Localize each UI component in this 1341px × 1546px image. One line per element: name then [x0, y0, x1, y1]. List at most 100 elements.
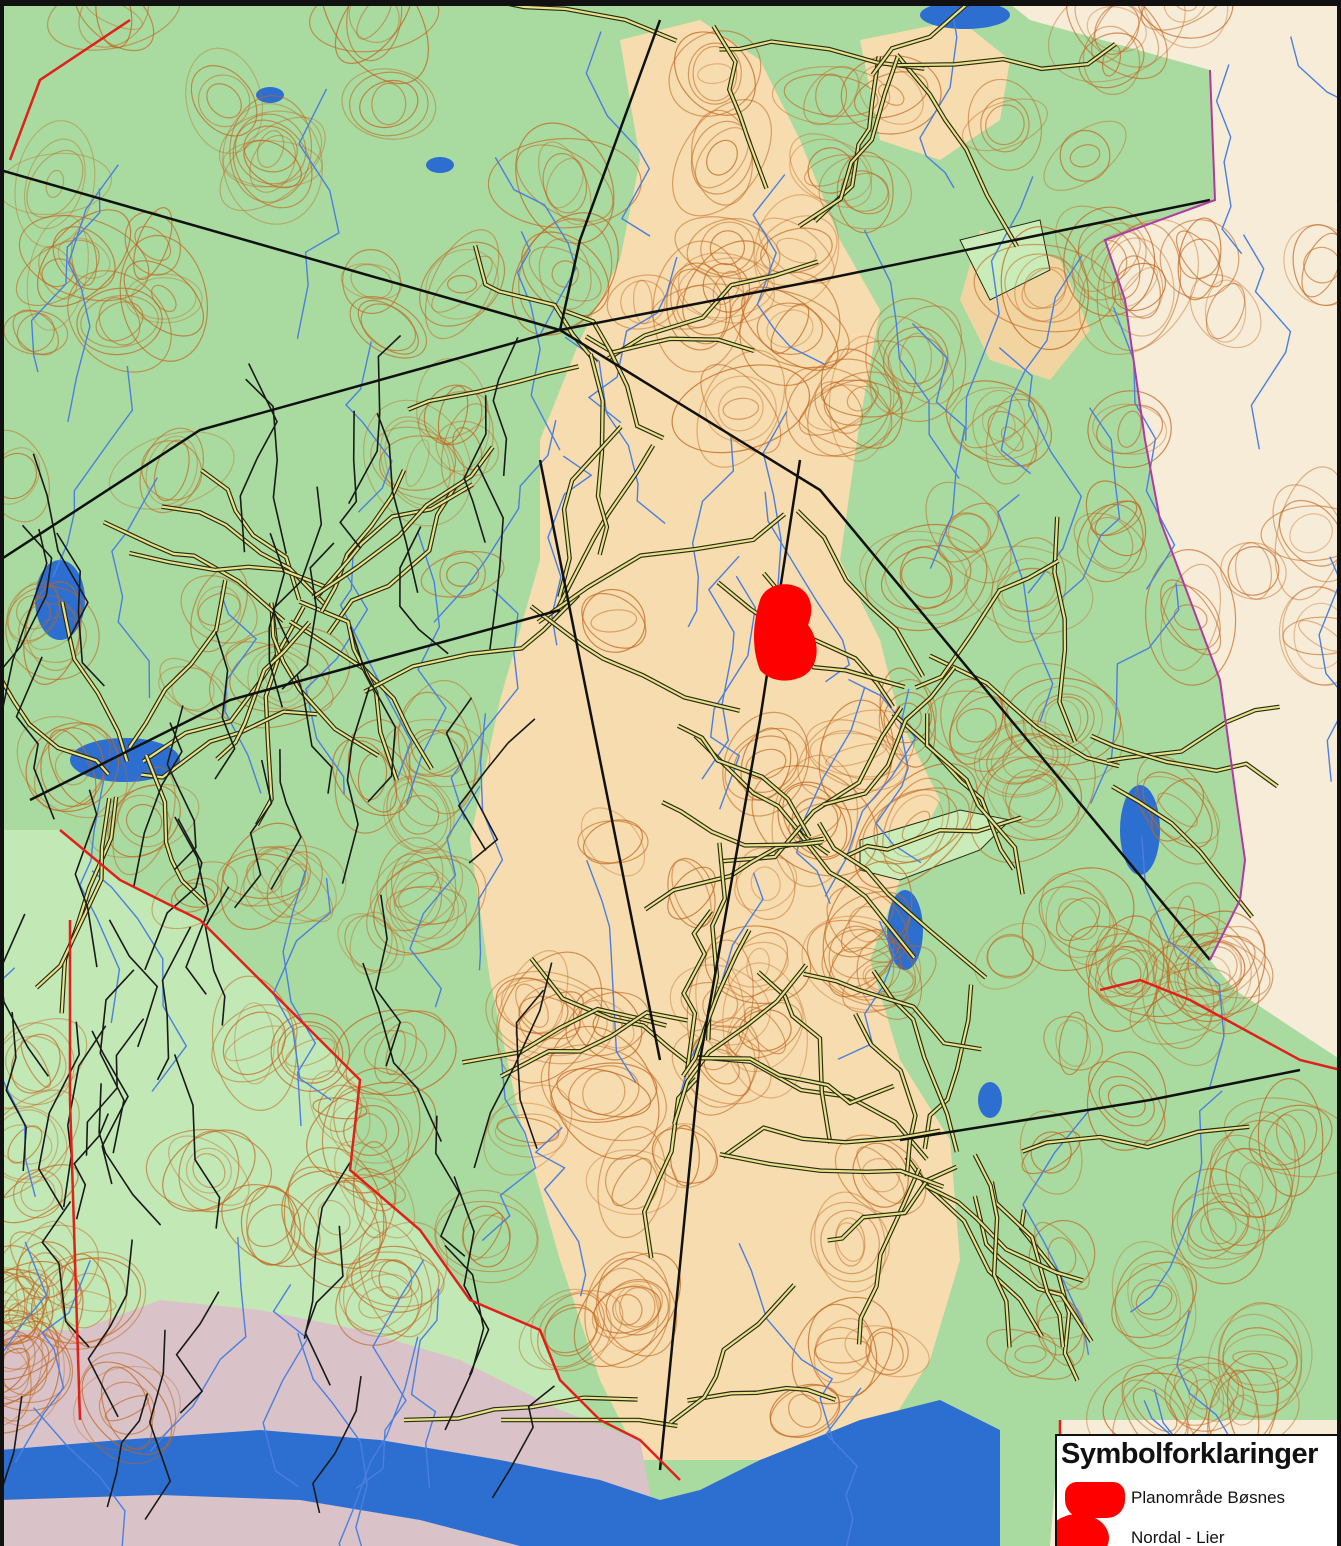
contour-line	[1021, 1130, 1081, 1175]
contour-line	[358, 1221, 432, 1338]
contour-line	[1087, 390, 1172, 469]
contour-line	[131, 277, 197, 320]
contour-line	[341, 68, 437, 140]
contour-line	[823, 371, 900, 426]
road	[1090, 734, 1279, 788]
contour-line	[949, 387, 1049, 461]
lake	[920, 1, 1010, 29]
contour-line	[620, 279, 666, 325]
contour-line	[0, 1124, 53, 1165]
plan-area-marker[interactable]	[754, 584, 817, 681]
forest-track	[144, 1329, 172, 1521]
contour-line	[346, 0, 403, 62]
contour-line	[222, 103, 323, 225]
contour-line	[814, 1191, 887, 1293]
contour-line	[393, 872, 460, 939]
contour-line	[0, 1245, 48, 1347]
contour-line	[545, 157, 584, 209]
contour-line	[487, 1102, 569, 1158]
contour-line	[844, 1325, 930, 1378]
contour-line	[495, 950, 569, 1062]
contour-line	[967, 78, 1042, 171]
contour-line	[825, 742, 888, 768]
road	[607, 260, 819, 360]
road	[682, 929, 751, 1077]
contour-line	[151, 861, 238, 930]
contour-line	[240, 1185, 301, 1266]
lake	[256, 87, 284, 103]
forest-track	[304, 1225, 344, 1386]
contour-line	[888, 794, 944, 858]
forest-track	[0, 1395, 23, 1498]
contour-line	[791, 1296, 894, 1405]
forest-track	[73, 1113, 110, 1220]
contour-line	[1110, 957, 1142, 990]
contour-line	[317, 1199, 351, 1236]
contour-line	[352, 1141, 397, 1239]
contour-line	[386, 775, 452, 855]
stream	[585, 31, 651, 237]
contour-line	[18, 603, 87, 663]
contour-line	[964, 545, 1094, 635]
contour-line	[1103, 237, 1175, 337]
contour-line	[81, 1361, 173, 1455]
contour-line	[785, 366, 893, 449]
contour-line	[376, 837, 457, 943]
contour-line	[18, 214, 150, 302]
contour-line	[573, 1252, 682, 1368]
contour-line	[1073, 512, 1147, 574]
contour-line	[1004, 253, 1086, 323]
contour-line	[556, 1067, 652, 1118]
stream	[67, 164, 119, 423]
contour-line	[1227, 546, 1280, 596]
contour-line	[266, 851, 323, 918]
contour-line	[216, 846, 312, 907]
contour-line	[389, 847, 444, 932]
contour-line	[706, 139, 738, 176]
forest-track	[174, 816, 210, 995]
contour-line	[415, 358, 491, 472]
contour-line	[168, 1135, 250, 1206]
contour-line	[0, 1268, 50, 1323]
forest-track	[5, 1011, 28, 1172]
contour-line	[581, 592, 647, 649]
power-lines	[0, 19, 1301, 1471]
contour-line	[1002, 739, 1043, 779]
stream	[1129, 1090, 1223, 1313]
lake	[978, 1082, 1002, 1118]
contour-line	[360, 303, 416, 352]
contour-line	[5, 585, 100, 681]
contour-line	[652, 240, 745, 373]
contour-line	[1206, 1111, 1296, 1255]
contour-line	[6, 583, 61, 642]
contour-line	[880, 545, 972, 610]
contour-line	[593, 1285, 662, 1334]
contour-line	[343, 1174, 406, 1205]
contour-line	[1030, 693, 1095, 750]
legend-box: Symbolforklaringer Planområde Bøsnes Nor…	[1055, 1434, 1339, 1546]
contour-line	[171, 667, 215, 711]
contour-line	[408, 731, 466, 775]
contour-line	[233, 1002, 275, 1085]
contour-line	[1043, 120, 1127, 191]
contour-line	[865, 1327, 909, 1376]
contour-line	[222, 1011, 286, 1076]
contour-line	[542, 152, 588, 214]
contour-line	[1057, 898, 1099, 941]
contour-line	[1170, 1183, 1266, 1269]
forest-track	[303, 1162, 351, 1339]
contour-line	[530, 1288, 612, 1372]
road	[403, 1396, 638, 1422]
stream	[305, 573, 369, 795]
contour-line	[385, 1029, 406, 1076]
contour-line	[1132, 1387, 1178, 1432]
contour-line	[321, 1067, 421, 1194]
contour-line	[77, 1352, 177, 1465]
contour-line	[369, 847, 464, 932]
contour-line	[0, 1321, 32, 1422]
contour-line	[0, 1270, 54, 1345]
forest-track	[491, 1385, 555, 1499]
contour-line	[682, 240, 771, 336]
contour-line	[1111, 1261, 1197, 1339]
